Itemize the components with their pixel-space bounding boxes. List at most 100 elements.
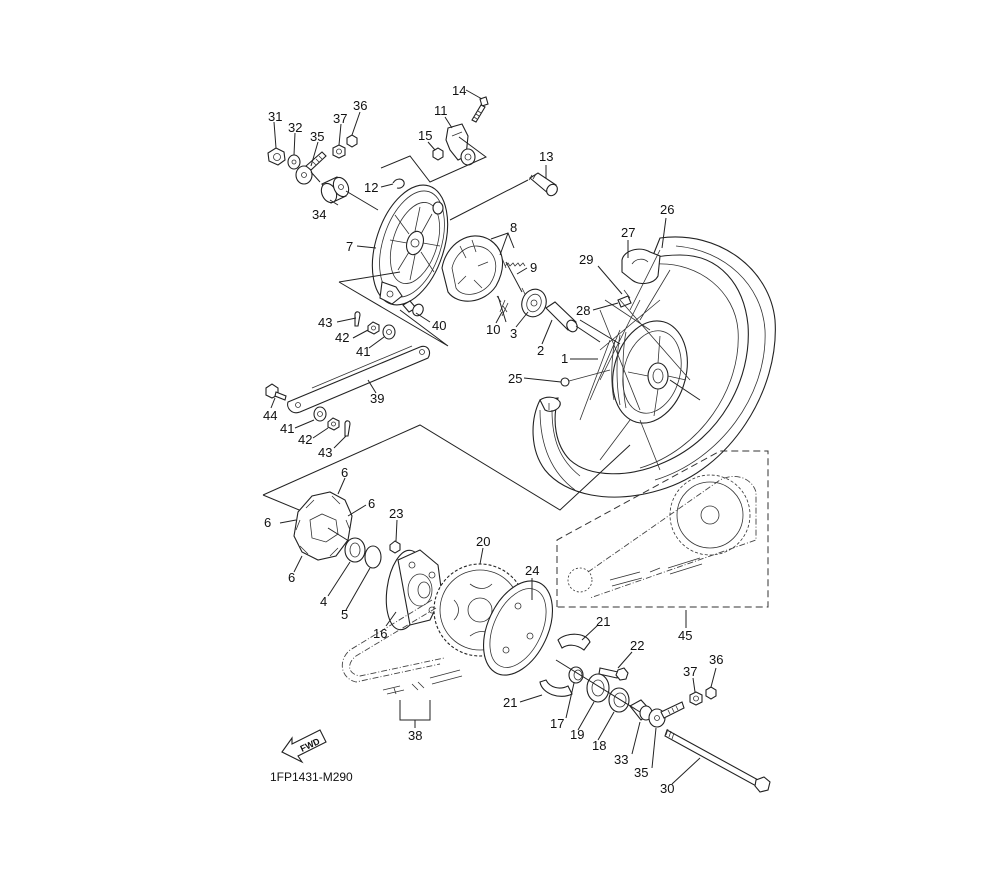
- callout-40: 40: [432, 318, 446, 333]
- callout-7: 7: [346, 239, 353, 254]
- camshaft-13: [528, 172, 558, 197]
- callout-22: 22: [630, 638, 644, 653]
- callout-16: 16: [373, 626, 387, 641]
- washer-41-top: [382, 324, 396, 340]
- callout-42-bottom: 42: [298, 432, 312, 447]
- callout-10: 10: [486, 322, 500, 337]
- oil-seal-18: [608, 687, 630, 713]
- brake-shoe-plate-7: [371, 184, 449, 306]
- leader-axis-hub-right: [555, 659, 641, 713]
- brake-shoe-8: [441, 235, 504, 302]
- callout-43-top: 43: [318, 315, 332, 330]
- rim-band-28-valve-29: [617, 289, 632, 308]
- drawing-code: 1FP1431-M290: [270, 770, 353, 784]
- callout-42-top: 42: [335, 330, 349, 345]
- callout-6-right: 6: [368, 496, 375, 511]
- callout-21-top: 21: [596, 614, 610, 629]
- guide-line-d: [262, 494, 305, 513]
- callout-11: 11: [434, 103, 448, 118]
- nut-37-top: [332, 144, 346, 159]
- callout-31: 31: [268, 109, 282, 124]
- leader-lines: [270, 89, 717, 785]
- spring-10: [496, 295, 509, 323]
- callout-3: 3: [510, 326, 517, 341]
- callout-36-top: 36: [353, 98, 367, 113]
- callout-25: 25: [508, 371, 522, 386]
- guide-line-c: [262, 424, 631, 511]
- axle-nut-31: [267, 147, 286, 166]
- cotter-pin-43-bottom: [344, 420, 351, 437]
- bracket-outline-11: [380, 136, 487, 183]
- clutch-hub-16: [385, 549, 443, 631]
- cotter-pin-43-top: [354, 311, 361, 327]
- callout-17: 17: [550, 716, 564, 731]
- callout-4: 4: [320, 594, 327, 609]
- callout-43-bottom: 43: [318, 445, 332, 460]
- callout-24: 24: [525, 563, 539, 578]
- rear-wheel-26: [532, 236, 776, 498]
- callout-38: 38: [408, 728, 422, 743]
- callout-19: 19: [570, 727, 584, 742]
- callout-37-bottom: 37: [683, 664, 697, 679]
- callout-6-bottom: 6: [288, 570, 295, 585]
- fwd-arrow-icon: FWD: [281, 729, 327, 764]
- bolt-44: [265, 383, 287, 401]
- leader-axis-34: [345, 190, 379, 211]
- washer-41-bottom: [313, 406, 327, 422]
- bearing-19: [586, 673, 610, 703]
- callout-20: 20: [476, 534, 490, 549]
- nut-15: [432, 147, 444, 161]
- bolt-14: [471, 96, 489, 123]
- leader-axis-13: [449, 179, 529, 221]
- callout-26: 26: [660, 202, 674, 217]
- clip-12: [392, 178, 405, 189]
- adjuster-bolt-35-bottom: [648, 701, 685, 728]
- callout-35-top: 35: [310, 129, 324, 144]
- callout-9: 9: [530, 260, 537, 275]
- callout-14: 14: [452, 83, 466, 98]
- callout-13: 13: [539, 149, 553, 164]
- lock-21-top: [557, 633, 591, 651]
- callout-27: 27: [621, 225, 635, 240]
- callout-39: 39: [370, 391, 384, 406]
- callout-2: 2: [537, 343, 544, 358]
- callout-12: 12: [364, 180, 378, 195]
- tube-27: [621, 248, 661, 285]
- callout-32: 32: [288, 120, 302, 135]
- callout-44: 44: [263, 408, 277, 423]
- guide-line-a: [338, 271, 401, 283]
- washer-32: [287, 154, 301, 170]
- guide-line-b: [338, 281, 449, 347]
- drive-chain-kit-45: [556, 450, 769, 608]
- callout-21-bottom: 21: [503, 695, 517, 710]
- o-ring-5: [364, 545, 382, 569]
- leader-axis-hub-out: [669, 379, 701, 401]
- callout-1: 1: [561, 351, 568, 366]
- nut-36-top: [346, 134, 358, 148]
- hub-damper-6: [293, 491, 353, 561]
- pin-40: [402, 300, 424, 317]
- spokes: [579, 249, 691, 471]
- axle-30: [664, 728, 771, 793]
- nut-42-top: [367, 321, 380, 335]
- spring-9: [501, 257, 527, 297]
- callout-6-top: 6: [341, 465, 348, 480]
- callout-41-bottom: 41: [280, 421, 294, 436]
- nut-23: [389, 540, 401, 554]
- callout-18: 18: [592, 738, 606, 753]
- callout-29: 29: [579, 252, 593, 267]
- callout-33: 33: [614, 752, 628, 767]
- lock-21-bottom: [539, 679, 573, 697]
- callout-15: 15: [418, 128, 432, 143]
- nut-37-bottom: [689, 691, 703, 706]
- plate-24: [483, 580, 553, 676]
- callout-8: 8: [510, 220, 517, 235]
- callout-23: 23: [389, 506, 403, 521]
- leader-axis-6: [327, 527, 353, 544]
- callout-5: 5: [341, 607, 348, 622]
- bolt-22: [598, 667, 629, 681]
- callout-36-bottom: 36: [709, 652, 723, 667]
- callout-41-top: 41: [356, 344, 370, 359]
- leader-axis-hub: [579, 319, 621, 345]
